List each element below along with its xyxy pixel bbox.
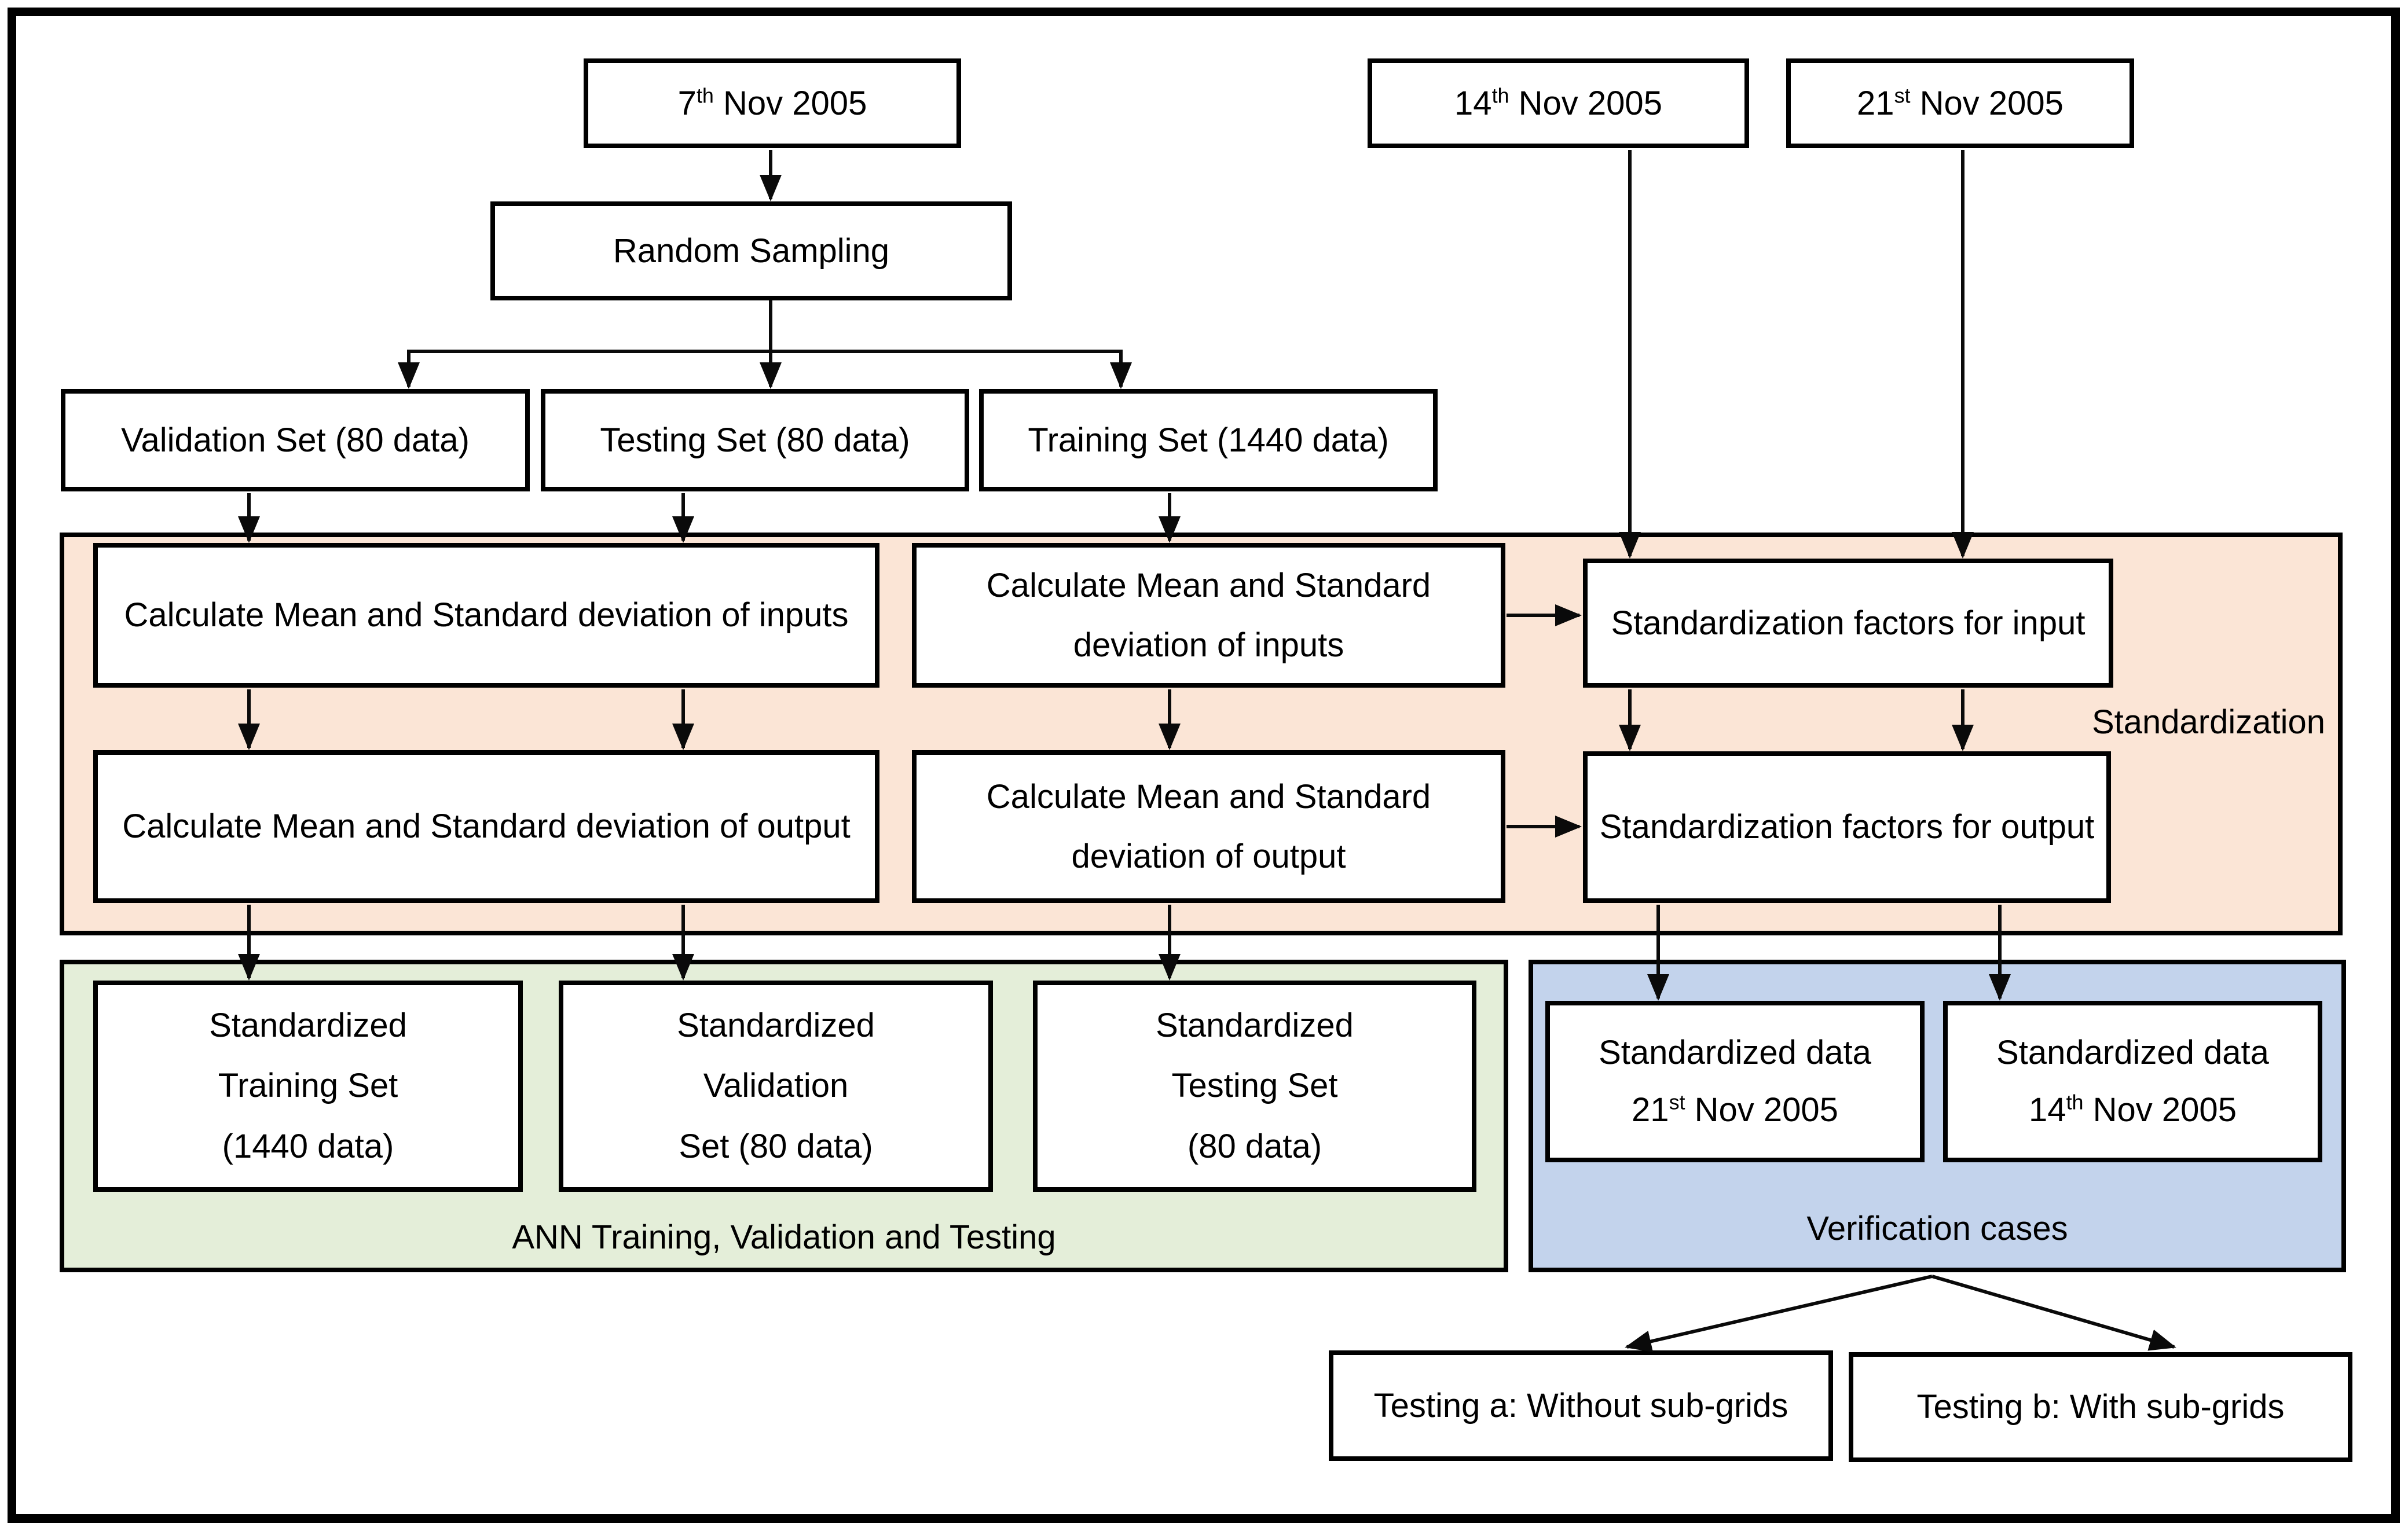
box-std-factors-output-label: Standardization factors for output — [1599, 808, 2095, 846]
box-calc-mean-std-inputs-mid: Calculate Mean and Standard deviation of… — [912, 543, 1505, 688]
box-date-7nov-label: 7th Nov 2005 — [677, 83, 867, 122]
box-calc-mean-std-output-left-label: Calculate Mean and Standard deviation of… — [122, 807, 851, 846]
box-std-factors-input-label: Standardization factors for input — [1611, 604, 2086, 642]
box-std-data-21nov-line2: 21st Nov 2005 — [1632, 1090, 1838, 1129]
box-random-sampling: Random Sampling — [490, 201, 1012, 300]
box-std-training-set: Standardized Training Set (1440 data) — [93, 981, 523, 1192]
box-date-21nov: 21st Nov 2005 — [1786, 58, 2134, 148]
box-validation-set-label: Validation Set (80 data) — [121, 421, 470, 459]
box-testing-b: Testing b: With sub-grids — [1849, 1352, 2352, 1462]
box-calc-mean-std-inputs-left: Calculate Mean and Standard deviation of… — [93, 543, 879, 688]
box-std-testing-set: Standardized Testing Set (80 data) — [1033, 981, 1476, 1192]
box-std-training-set-line3: (1440 data) — [222, 1127, 394, 1165]
section-verification-label: Verification cases — [1806, 1210, 2068, 1247]
box-std-validation-set: Standardized Validation Set (80 data) — [559, 981, 993, 1192]
box-calc-mean-std-output-left: Calculate Mean and Standard deviation of… — [93, 750, 879, 903]
section-standardization-label: Standardization — [2091, 703, 2325, 741]
box-std-training-set-line2: Training Set — [218, 1067, 398, 1105]
figure-border — [8, 8, 2400, 1523]
box-validation-set: Validation Set (80 data) — [61, 389, 530, 491]
box-std-data-14nov-line1: Standardized data — [1996, 1033, 2269, 1071]
box-std-validation-set-line2: Validation — [703, 1067, 849, 1105]
box-testing-b-label: Testing b: With sub-grids — [1916, 1388, 2285, 1426]
box-testing-set: Testing Set (80 data) — [541, 389, 969, 491]
box-std-testing-set-line2: Testing Set — [1171, 1067, 1338, 1105]
box-std-testing-set-line3: (80 data) — [1187, 1127, 1322, 1165]
box-random-sampling-label: Random Sampling — [613, 232, 890, 270]
box-calc-mean-std-output-mid-label: Calculate Mean and Standard deviation of… — [986, 777, 1431, 875]
box-date-21nov-label: 21st Nov 2005 — [1857, 83, 2064, 122]
box-training-set-label: Training Set (1440 data) — [1028, 421, 1389, 459]
box-std-validation-set-line1: Standardized — [677, 1006, 875, 1044]
box-std-data-21nov-line1: Standardized data — [1599, 1033, 1871, 1071]
box-date-14nov: 14th Nov 2005 — [1368, 58, 1749, 148]
box-testing-a: Testing a: Without sub-grids — [1329, 1350, 1833, 1461]
box-training-set: Training Set (1440 data) — [979, 389, 1438, 491]
box-std-factors-input: Standardization factors for input — [1583, 559, 2113, 688]
box-std-validation-set-line3: Set (80 data) — [679, 1127, 873, 1165]
box-calc-mean-std-inputs-left-label: Calculate Mean and Standard deviation of… — [124, 596, 849, 634]
box-std-testing-set-line1: Standardized — [1156, 1006, 1354, 1044]
box-testing-set-label: Testing Set (80 data) — [600, 421, 910, 459]
box-std-factors-output: Standardization factors for output — [1583, 751, 2111, 903]
box-calc-mean-std-output-mid: Calculate Mean and Standard deviation of… — [912, 750, 1505, 903]
box-std-data-21nov: Standardized data 21st Nov 2005 — [1545, 1001, 1925, 1162]
box-date-7nov: 7th Nov 2005 — [584, 58, 961, 148]
box-std-training-set-line1: Standardized — [209, 1006, 407, 1044]
section-ann-label: ANN Training, Validation and Testing — [512, 1218, 1056, 1256]
box-std-data-14nov-line2: 14th Nov 2005 — [2029, 1090, 2237, 1129]
box-testing-a-label: Testing a: Without sub-grids — [1373, 1386, 1788, 1424]
box-date-14nov-label: 14th Nov 2005 — [1454, 83, 1662, 122]
box-std-data-14nov: Standardized data 14th Nov 2005 — [1943, 1001, 2322, 1162]
box-calc-mean-std-inputs-mid-label: Calculate Mean and Standard deviation of… — [986, 566, 1431, 664]
